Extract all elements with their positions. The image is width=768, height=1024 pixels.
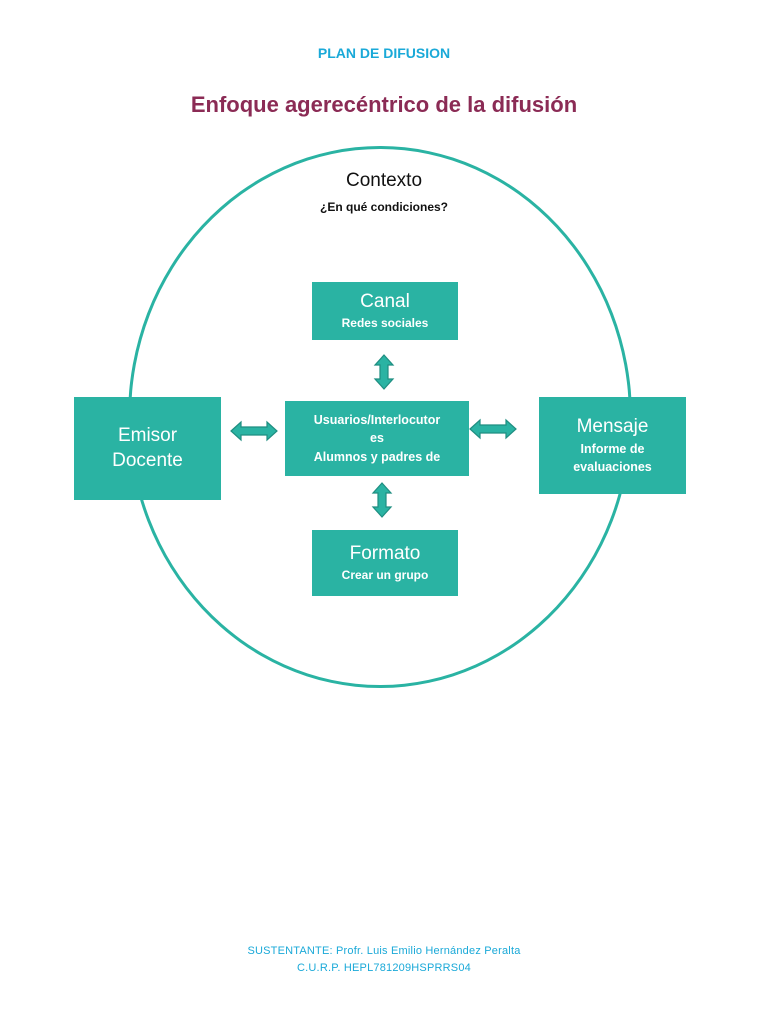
context-subtitle: ¿En qué condiciones? <box>319 200 448 214</box>
page-title: Enfoque agerecéntrico de la difusión <box>190 92 578 117</box>
emisor-line2: Docente <box>112 449 183 471</box>
mensaje-detail2: evaluaciones <box>573 459 652 474</box>
emisor-box: Emisor Docente <box>74 397 221 500</box>
emisor-line1: Emisor <box>117 424 178 446</box>
canal-detail: Redes sociales <box>341 316 429 331</box>
double-arrow-vertical-bottom-icon <box>371 482 393 518</box>
footer-sustentante: SUSTENTANTE: Profr. Luis Emilio Hernánde… <box>247 945 521 957</box>
mensaje-detail1: Informe de <box>580 441 645 456</box>
usuarios-line2: es <box>370 431 384 446</box>
double-arrow-horizontal-right-icon <box>469 418 517 440</box>
mensaje-box: Mensaje Informe de evaluaciones <box>539 397 686 494</box>
double-arrow-vertical-top-icon <box>373 354 395 390</box>
usuarios-line1: Usuarios/Interlocutor <box>313 413 441 428</box>
double-arrow-horizontal-left-icon <box>230 420 278 442</box>
usuarios-detail: Alumnos y padres de <box>313 449 441 464</box>
formato-title: Formato <box>349 542 421 564</box>
formato-detail: Crear un grupo <box>341 568 429 583</box>
footer-curp: C.U.R.P. HEPL781209HSPRRS04 <box>297 962 471 974</box>
canal-box: Canal Redes sociales <box>312 282 458 340</box>
context-title: Contexto <box>345 170 423 191</box>
page-header: PLAN DE DIFUSION <box>317 45 451 61</box>
mensaje-title: Mensaje <box>576 416 649 438</box>
usuarios-box: Usuarios/Interlocutor es Alumnos y padre… <box>285 401 469 476</box>
canal-title: Canal <box>360 290 410 312</box>
formato-box: Formato Crear un grupo <box>312 530 458 596</box>
